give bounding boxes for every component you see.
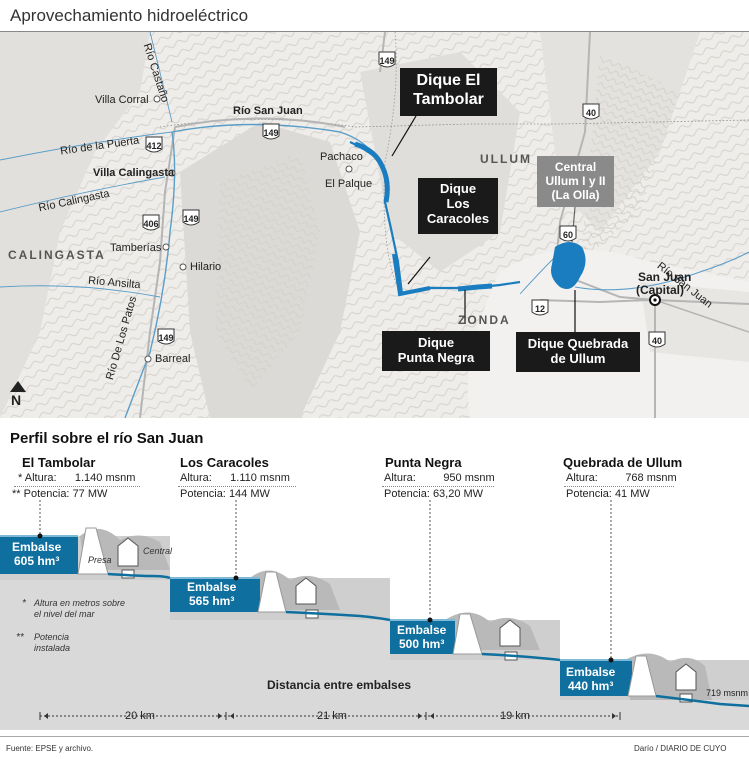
town-villa-calingasta: Villa Calingasta	[93, 167, 175, 179]
route-149-shield-c: 149	[182, 208, 200, 228]
distance-title: Distancia entre embalses	[267, 678, 412, 692]
town-tamberias: Tamberías	[110, 242, 162, 254]
route-406-shield: 406	[142, 213, 160, 233]
route-40-shield-b: 40	[648, 330, 666, 350]
dam-name-quebrada-ullum: Quebrada de Ullum	[563, 455, 683, 470]
end-altitude: 719 msnm	[706, 688, 749, 698]
north-arrow-icon	[10, 381, 26, 392]
north-label: N	[11, 392, 22, 408]
footer-credit: Darío / DIARIO DE CUYO	[634, 744, 727, 753]
title-divider	[0, 31, 749, 32]
footer-source: Fuente: EPSE y archivo.	[6, 744, 94, 753]
dam-name-punta-negra: Punta Negra	[385, 455, 462, 470]
distance-2: 21 km	[317, 710, 347, 722]
dam-potencia-quebrada-ullum: Potencia: 41 MW	[566, 488, 650, 500]
note-altura-star: *	[22, 598, 26, 609]
town-villa-corral: Villa Corral	[95, 94, 149, 106]
page-title: Aprovechamiento hidroeléctrico	[10, 6, 249, 25]
town-san-juan: San Juan	[638, 270, 692, 284]
town-pachaco: Pachaco	[320, 151, 363, 163]
dam-altura-tambolar: * Altura: 1.140 msnm	[18, 472, 136, 484]
dam-potencia-punta-negra: Potencia: 63,20 MW	[384, 488, 484, 500]
route-149-shield-d: 149	[157, 327, 175, 347]
profile-title: Perfil sobre el río San Juan	[10, 430, 204, 447]
town-el-palque: El Palque	[325, 178, 373, 190]
river-profile-diagram	[0, 500, 749, 730]
presa-label: Presa	[88, 555, 112, 565]
dam-potencia-tambolar: ** Potencia: 77 MW	[12, 488, 108, 500]
route-40-shield-a: 40	[582, 102, 600, 122]
distance-1: 20 km	[125, 710, 155, 722]
river-san-juan-label: Río San Juan	[233, 105, 303, 117]
region-zonda: ZONDA	[458, 313, 511, 327]
dam-potencia-caracoles: Potencia: 144 MW	[180, 488, 270, 500]
route-60-shield: 60	[559, 224, 577, 244]
dam-altura-punta-negra: Altura: 950 msnm	[384, 472, 495, 484]
town-hilario: Hilario	[190, 261, 222, 273]
dam-altura-caracoles: Altura: 1.110 msnm	[180, 472, 290, 484]
route-412-shield: 412	[145, 135, 163, 155]
region-calingasta: CALINGASTA	[8, 248, 106, 262]
route-149-shield-a: 149	[378, 50, 396, 70]
region-ullum: ULLUM	[480, 152, 532, 166]
town-san-juan-capital: (Capital)	[636, 283, 684, 297]
footer-divider	[0, 736, 749, 737]
dam-name-caracoles: Los Caracoles	[180, 455, 269, 470]
central-label: Central	[143, 546, 173, 556]
route-149-shield-b: 149	[262, 122, 280, 142]
note-potencia-star: **	[16, 632, 24, 643]
town-barreal: Barreal	[155, 353, 191, 365]
dam-name-tambolar: El Tambolar	[22, 455, 96, 470]
relief-map: ULLUM CALINGASTA ZONDA Río Castaño Río S…	[0, 32, 749, 418]
route-12-shield: 12	[531, 298, 549, 318]
dam-altura-quebrada-ullum: Altura: 768 msnm	[566, 472, 677, 484]
distance-3: 19 km	[500, 710, 530, 722]
